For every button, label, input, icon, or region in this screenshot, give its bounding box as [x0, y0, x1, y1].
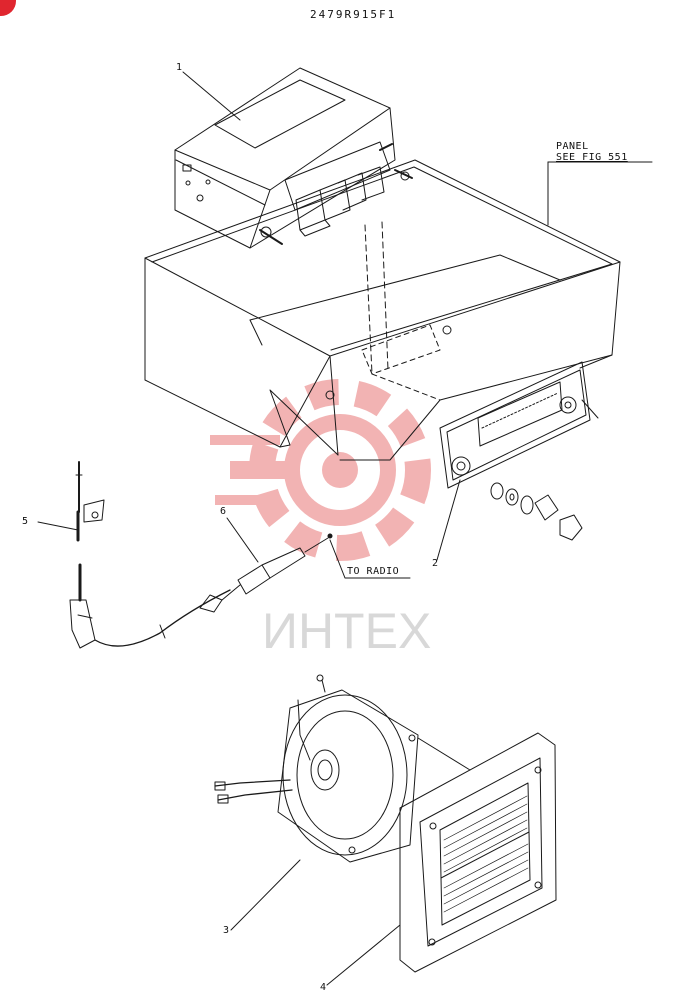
callout-1: 1 — [176, 62, 183, 73]
radio-unit — [174, 67, 413, 249]
watermark-logo — [210, 379, 431, 561]
callout-4: 4 — [320, 982, 327, 993]
watermark-text: ИНТЕХ — [262, 603, 431, 659]
panel-note-line1: PANEL — [556, 141, 589, 152]
speaker — [214, 674, 419, 863]
face-plate — [439, 361, 599, 541]
drawing-number: 2479R915F1 — [310, 8, 397, 21]
antenna-lead — [199, 533, 333, 613]
panel-note-line2: SEE FIG 551 — [556, 152, 628, 163]
to-radio-note: TO RADIO — [347, 566, 400, 577]
antenna — [69, 461, 231, 649]
callout-3: 3 — [223, 925, 230, 936]
speaker-grille — [399, 732, 557, 973]
callout-5: 5 — [22, 516, 29, 527]
callout-6: 6 — [220, 506, 227, 517]
callout-2: 2 — [432, 558, 439, 569]
leader-lines — [37, 71, 653, 986]
console-box — [144, 159, 621, 461]
